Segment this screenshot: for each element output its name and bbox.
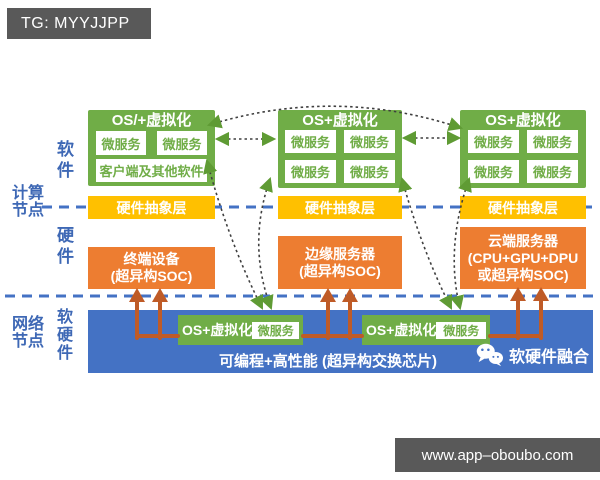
- microservice-chip: 微服务: [157, 131, 207, 155]
- microservice-chip: 微服务: [344, 130, 395, 153]
- label-network-node-line2: 节点: [11, 333, 44, 350]
- microservice-chip: 微服务: [468, 160, 519, 183]
- os-title: OS+虚拟化: [366, 322, 437, 338]
- device-line: (超异构SOC): [110, 268, 193, 284]
- microservice-chip: 微服务: [527, 130, 578, 153]
- device-box-edge: 边缘服务器 (超异构SOC): [278, 236, 402, 289]
- label-network-node: 网络 节点: [8, 316, 48, 350]
- microservice-chip: 微服务: [285, 130, 336, 153]
- compute-software-stack-cloud: OS+虚拟化 微服务 微服务 微服务 微服务: [460, 110, 586, 188]
- microservice-chip: 微服务: [527, 160, 578, 183]
- programmable-chip-label: 可编程+高性能 (超异构交换芯片): [219, 353, 437, 370]
- telegram-watermark: TG: MYYJJPP: [7, 8, 151, 39]
- os-title: OS/+虚拟化: [111, 112, 192, 129]
- network-os-box-2: OS+虚拟化 微服务: [362, 315, 490, 345]
- fusion-label: 软硬件融合: [509, 349, 590, 366]
- microservice-chip: 微服务: [252, 321, 299, 339]
- microservice-chip: 微服务: [344, 160, 395, 183]
- hal-bar: 硬件抽象层: [460, 196, 586, 219]
- device-line: 云端服务器: [488, 232, 558, 249]
- label-network-node-line1: 网络: [11, 316, 44, 333]
- device-box-cloud: 云端服务器 (CPU+GPU+DPU 或超异构SOC): [460, 227, 586, 289]
- label-compute-node-line2: 节点: [11, 202, 44, 219]
- device-line: (CPU+GPU+DPU: [467, 249, 579, 266]
- os-title: OS+虚拟化: [182, 322, 253, 338]
- website-watermark: www.app–oboubo.com: [395, 438, 600, 472]
- hal-bar: 硬件抽象层: [278, 196, 402, 219]
- device-line: 边缘服务器: [305, 245, 375, 262]
- network-os-box-1: OS+虚拟化 微服务: [178, 315, 303, 345]
- compute-software-stack-edge: OS+虚拟化 微服务 微服务 微服务 微服务: [278, 110, 402, 188]
- device-line: 终端设备: [123, 251, 180, 267]
- device-box-terminal: 终端设备 (超异构SOC): [88, 247, 215, 289]
- client-software-chip: 客户端及其他软件: [96, 159, 207, 182]
- label-soft-hardware: 软硬件: [54, 308, 71, 362]
- network-node-box: OS+虚拟化 微服务 OS+虚拟化 微服务 可编程+高性能 (超异构交换芯片): [88, 310, 593, 373]
- label-hardware: 硬件: [54, 226, 73, 268]
- device-line: (超异构SOC): [299, 262, 381, 279]
- fusion-caption: 软硬件融合: [476, 343, 589, 367]
- microservice-chip: 微服务: [468, 130, 519, 153]
- microservice-chip: 微服务: [436, 321, 486, 339]
- device-line: 或超异构SOC): [477, 266, 569, 283]
- microservice-chip: 微服务: [285, 160, 336, 183]
- label-software: 软件: [54, 140, 73, 182]
- label-compute-node-line1: 计算: [11, 185, 44, 202]
- os-title: OS+虚拟化: [302, 112, 378, 129]
- label-compute-node: 计算 节点: [8, 185, 48, 219]
- os-title: OS+虚拟化: [485, 112, 561, 129]
- microservice-chip: 微服务: [96, 131, 146, 155]
- compute-software-stack-terminal: OS/+虚拟化 微服务 微服务 客户端及其他软件: [88, 110, 215, 186]
- hal-bar: 硬件抽象层: [88, 196, 215, 219]
- wechat-icon: [476, 343, 503, 367]
